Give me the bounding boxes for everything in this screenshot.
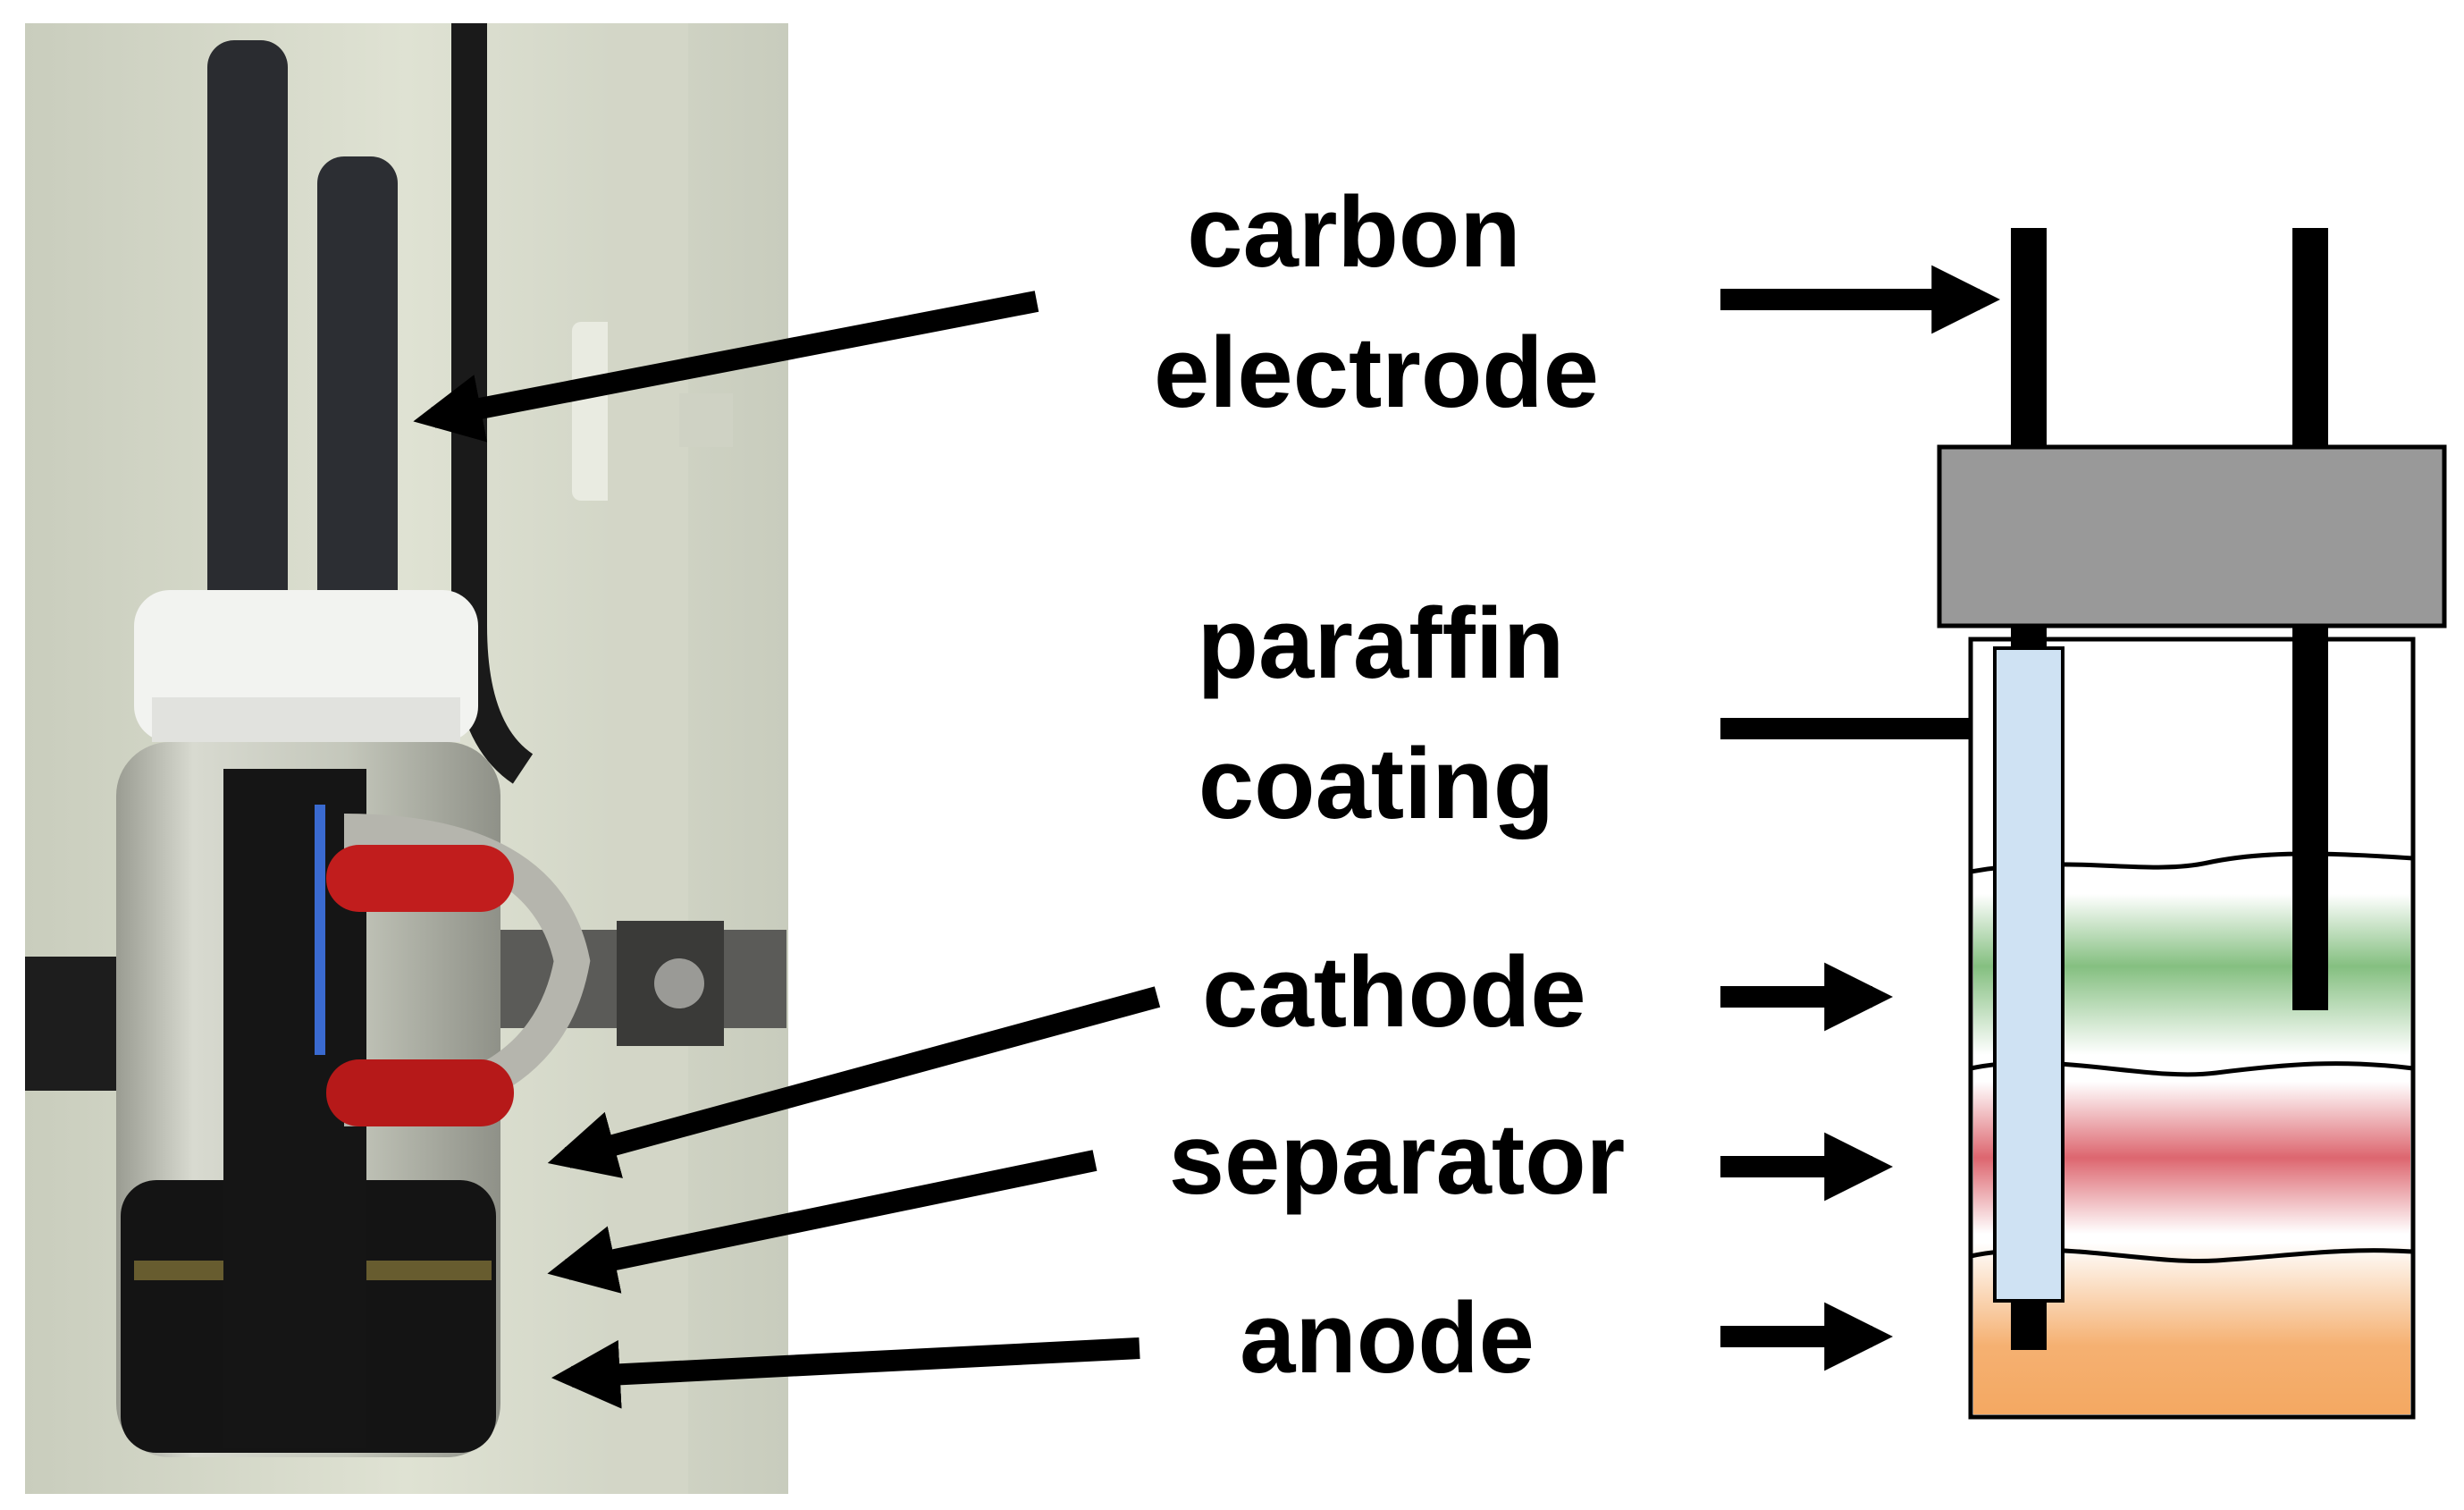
arrow-carbon-electrode-photo [413, 291, 1039, 443]
paraffin-coating-sleeve [1993, 646, 2065, 1303]
label-paraffin-line1: paraffin [1198, 587, 1565, 699]
photo-pointer-arrows [413, 291, 1161, 1409]
arrow-anode-photo [551, 1337, 1140, 1409]
label-separator: separator [1169, 1103, 1625, 1215]
cell-cap [1937, 444, 2447, 628]
diagram-labels: carbon electrode paraffin coating cathod… [1154, 176, 1625, 1394]
cell-schematic [1937, 228, 2447, 1420]
arrow-cathode-photo [547, 986, 1161, 1178]
arrow-separator-photo [547, 1150, 1097, 1294]
label-electrode-line2: electrode [1154, 316, 1599, 428]
cell-photo [25, 23, 788, 1494]
label-cathode: cathode [1202, 936, 1585, 1048]
label-carbon-line1: carbon [1187, 176, 1520, 288]
label-anode: anode [1240, 1282, 1535, 1394]
label-coating-line2: coating [1198, 728, 1554, 839]
